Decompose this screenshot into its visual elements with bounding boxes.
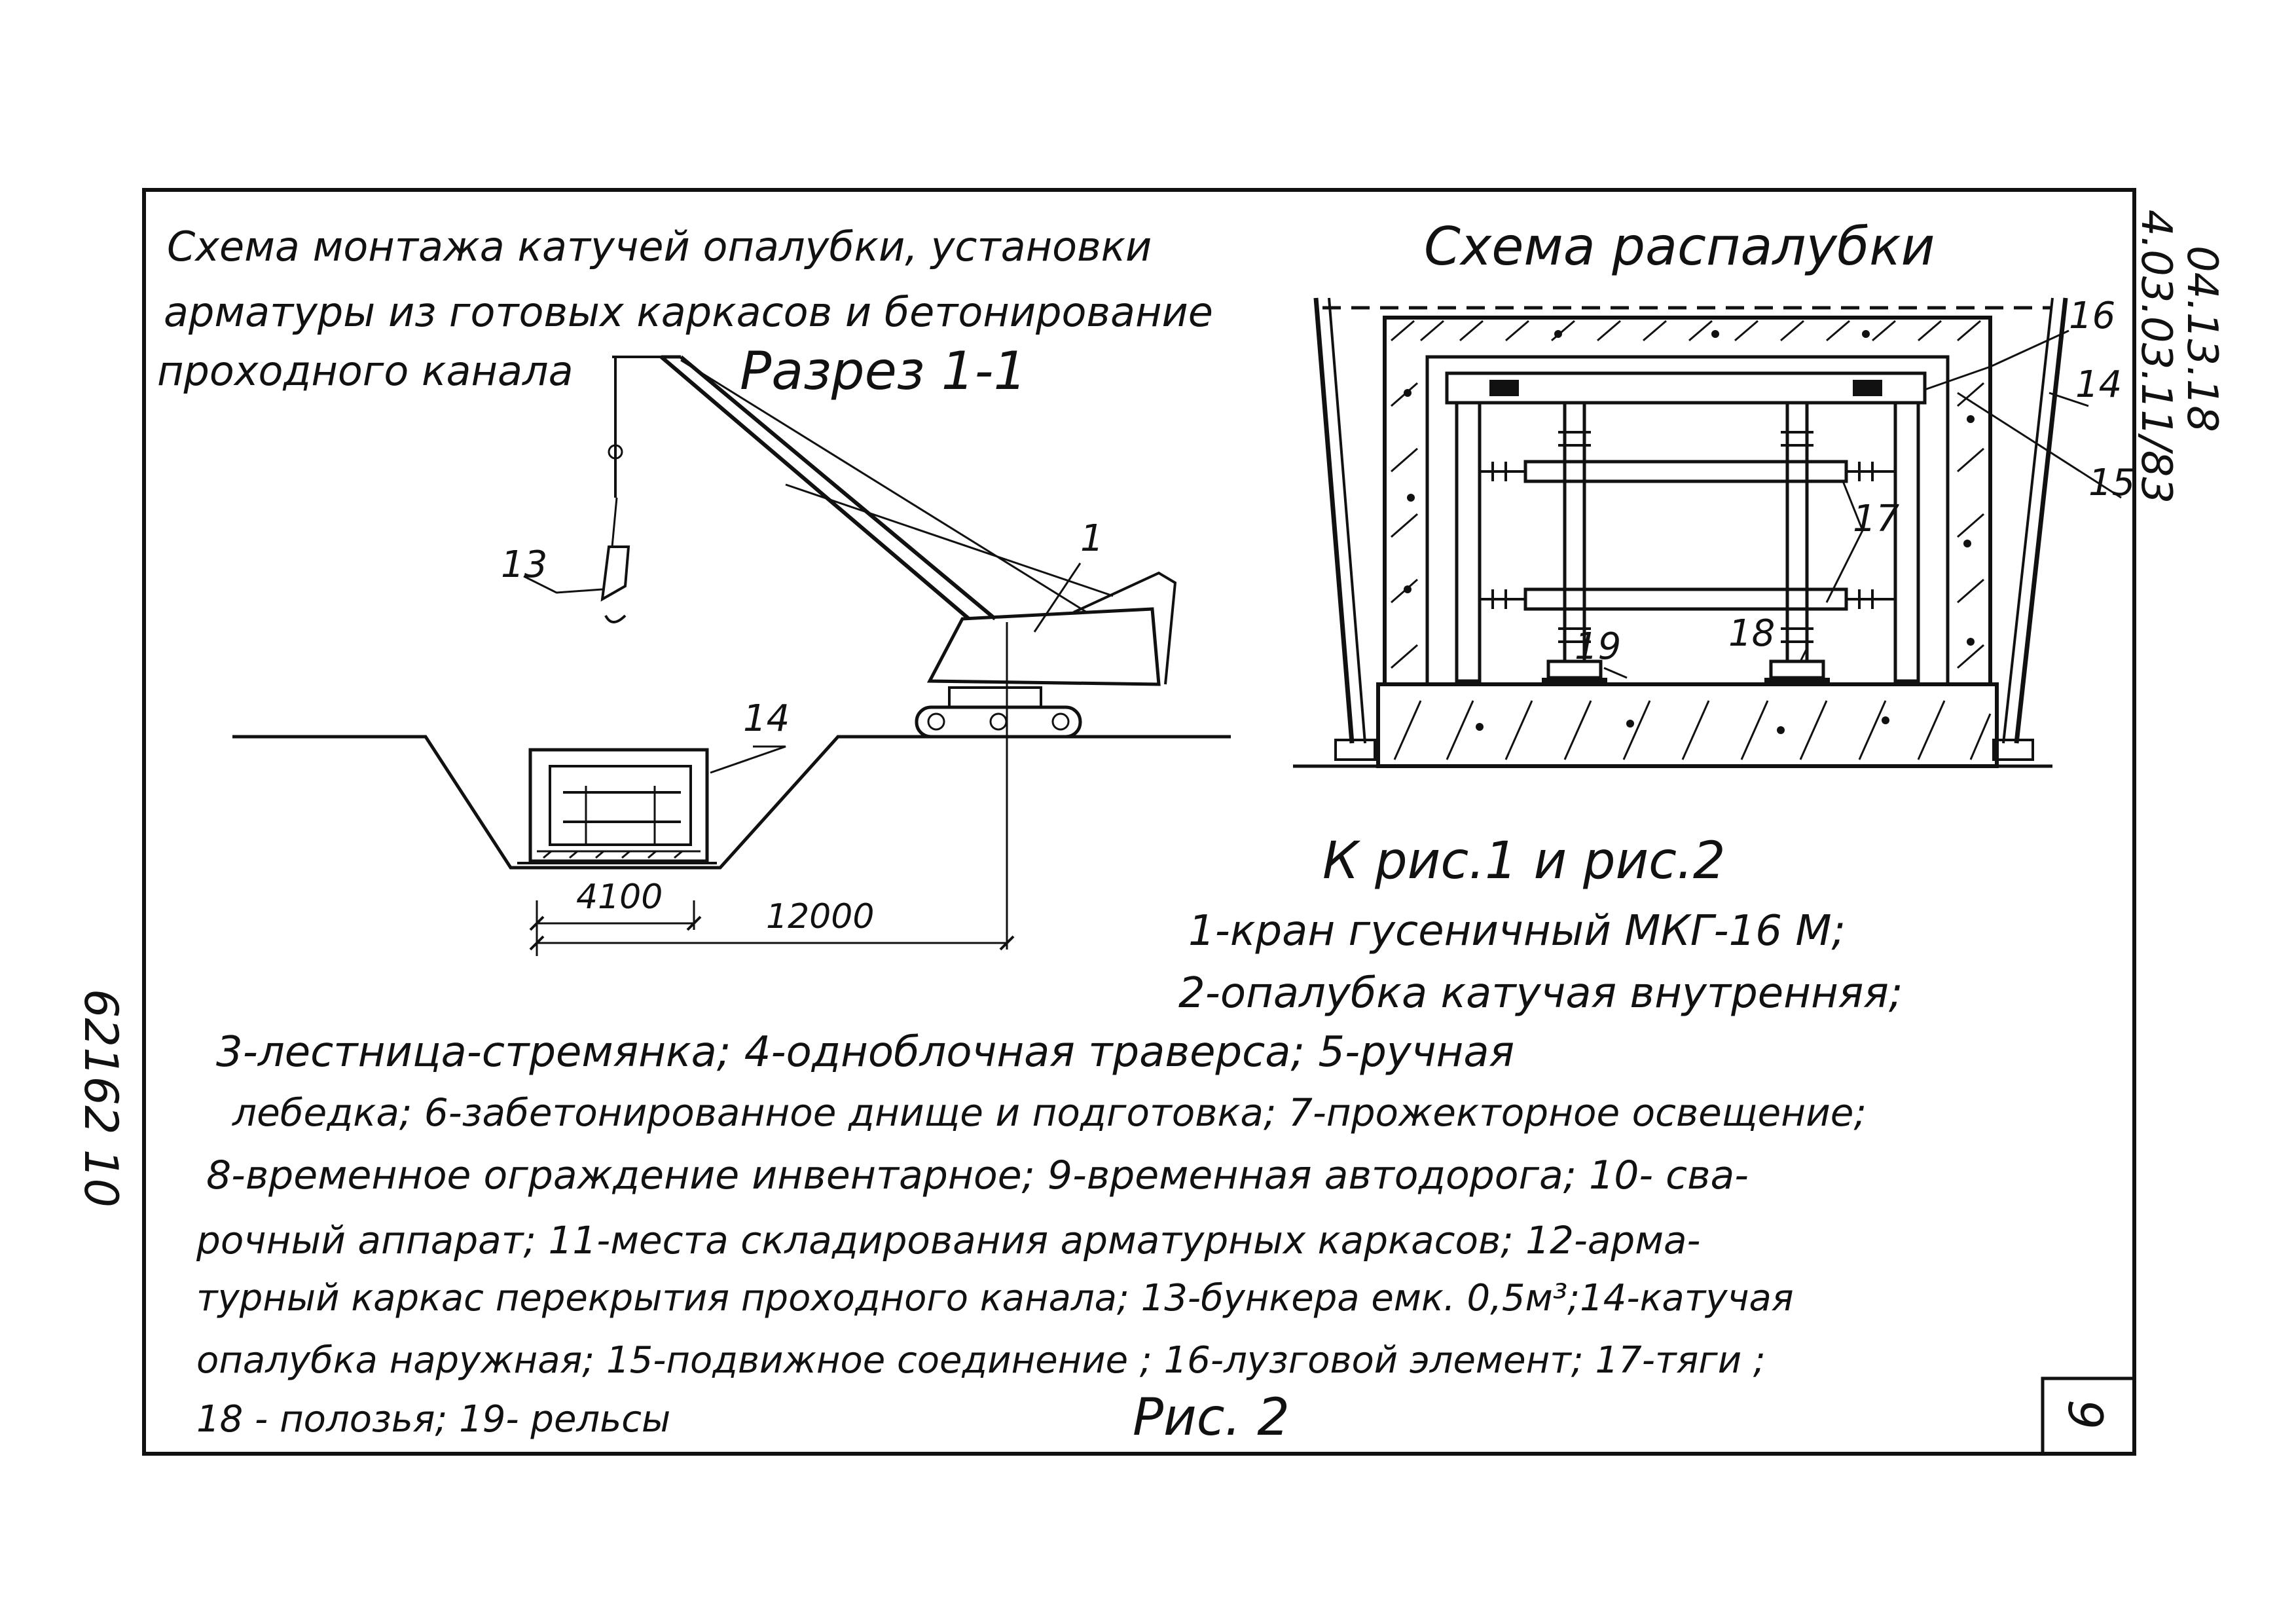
inner-side-right xyxy=(1893,401,1920,683)
tie-upper xyxy=(1523,460,1848,483)
crane-cab xyxy=(926,607,1161,686)
side-code: 62162 10 xyxy=(74,989,128,1208)
label-crane: 1 xyxy=(1080,517,1104,560)
left-title-line-3: проходного канала xyxy=(157,347,574,395)
section-1-1 xyxy=(232,355,1231,956)
legend-line-1: 1-кран гусеничный МКГ-16 М; xyxy=(1188,907,1846,955)
sheet-number: 9 xyxy=(2057,1399,2113,1430)
sheet-border xyxy=(142,188,2136,1456)
figure-caption: Рис. 2 xyxy=(1133,1388,1290,1447)
legend-line-6: рочный аппарат; 11-места складирования а… xyxy=(196,1218,1701,1263)
ground-profile xyxy=(232,735,1231,870)
crane-boom xyxy=(660,355,970,621)
label-16: 16 xyxy=(2069,295,2116,337)
rail-left xyxy=(1542,678,1607,686)
label-19: 19 xyxy=(1575,625,1622,668)
label-17: 17 xyxy=(1853,498,1900,540)
left-title-line-2: арматуры из готовых каркасов и бетониров… xyxy=(164,288,1213,336)
rail-right xyxy=(1764,678,1830,686)
legend-line-5: 8-временное ограждение инвентарное; 9-вр… xyxy=(206,1153,1749,1198)
label-bunker: 13 xyxy=(501,544,548,586)
right-title: Схема распалубки xyxy=(1424,216,1935,277)
left-title-line-1: Схема монтажа катучей опалубки, установк… xyxy=(167,223,1152,270)
tie-lower xyxy=(1523,587,1848,611)
inner-side-left xyxy=(1455,401,1482,683)
dimension-inner: 4100 xyxy=(576,877,663,917)
legend-line-4: лебедка; 6-забетонированное днище и подг… xyxy=(232,1090,1867,1135)
label-18: 18 xyxy=(1728,612,1776,655)
sheet-number-box xyxy=(2041,1376,2136,1456)
legend-line-3: 3-лестница-стремянка; 4-одноблочная трав… xyxy=(216,1028,1515,1077)
outer-panel-right xyxy=(2014,297,2068,744)
legend-line-7: турный каркас перекрытия проходного кана… xyxy=(196,1277,1794,1320)
section-label: Разрез 1-1 xyxy=(740,341,1027,401)
bunker xyxy=(600,545,630,602)
legend-line-2: 2-опалубка катучая внутренняя; xyxy=(1178,969,1903,1018)
label-formwork-left: 14 xyxy=(743,697,790,740)
doc-code-line1: 04.13.18 xyxy=(2178,246,2226,432)
legend-line-8: опалубка наружная; 15-подвижное соединен… xyxy=(196,1339,1766,1382)
inner-top-beam xyxy=(1445,371,1927,405)
label-14: 14 xyxy=(2075,363,2123,406)
crawler-track xyxy=(915,705,1082,739)
legend-line-9: 18 - полозья; 19- рельсы xyxy=(196,1398,671,1441)
label-15: 15 xyxy=(2088,462,2136,504)
outer-panel-left xyxy=(1313,297,1355,744)
dimension-outer: 12000 xyxy=(766,897,875,936)
stripping-scheme xyxy=(1293,297,2122,768)
base-slab xyxy=(1376,682,1999,768)
skid-right xyxy=(1769,659,1825,680)
doc-code-line2: 4.03.03.11/83 xyxy=(2132,210,2180,504)
legend-header: К рис.1 и рис.2 xyxy=(1322,832,1726,891)
